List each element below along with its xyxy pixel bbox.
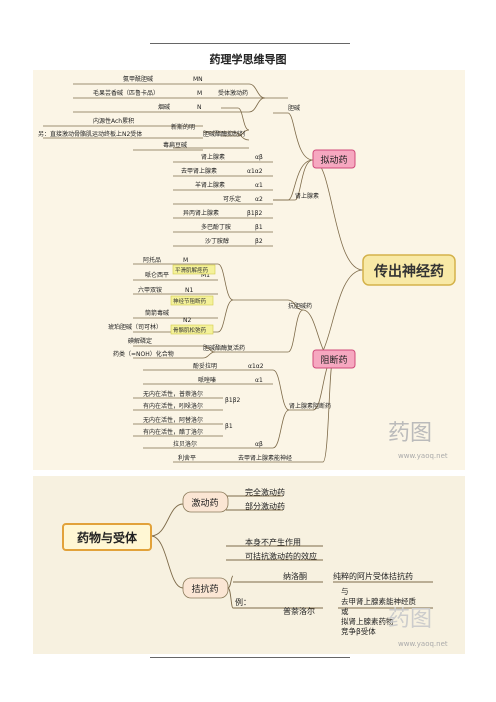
muscle-relaxant-label: 骨骼肌松弛药	[173, 326, 207, 334]
tag-m: M	[197, 90, 202, 97]
tag-box-spasmolytic	[172, 264, 216, 275]
pilocarpine-label: 毛果芸香碱（匹鲁卡品）	[93, 89, 159, 97]
alpha-tag-2: α1	[255, 377, 263, 384]
reserpine-group-label: 去甲肾上腺素能神经	[238, 454, 292, 462]
labetalol-tag: αβ	[255, 441, 263, 448]
center-node-box	[362, 254, 456, 286]
hexamethonium-label: 六甲双铵	[138, 286, 162, 294]
tag-box-ganglion	[170, 295, 214, 306]
antagonist-node-box	[182, 577, 229, 599]
mindmap-efferent-drugs: 传出神经药 拟动药 阻断药 胆碱 受体激动药 胆碱酯酶抑制剂 氨甲酰胆碱 毛果芸…	[33, 70, 465, 470]
n1-tag: N1	[185, 287, 193, 294]
tag-box-muscle-relaxant	[170, 324, 214, 335]
reserpine-label: 利舍平	[178, 454, 196, 462]
ganglion-blocker-label: 神经节阻断药	[173, 297, 207, 305]
adr-drug-5: 异丙肾上腺素	[183, 209, 219, 217]
full-agonist-label: 完全激动药	[245, 487, 285, 497]
cholinergic-label: 胆碱	[288, 105, 300, 112]
beta-blocker-3: 无内在活性，阿替洛尔	[143, 416, 203, 424]
agonist-node-label: 激动药	[191, 497, 218, 509]
nicotine-label: 烟碱	[158, 103, 170, 111]
prop-note-4: 拟肾上腺素药物	[341, 616, 394, 626]
watermark-url-2: www.yaoq.net	[398, 640, 448, 648]
neostigmine-note1: 内源性Ach累积	[93, 117, 134, 125]
oxime-label: 药类（=NOH）化合物	[113, 350, 174, 358]
pirenzepine-label: 哌仑西平	[145, 271, 169, 279]
neostigmine-note2: 另：直接激动骨骼肌运动终板上N2受体	[38, 130, 142, 138]
alpha-tag-1: α1α2	[248, 363, 264, 370]
partial-agonist-label: 部分激动药	[245, 501, 285, 511]
anticholinergic-label: 抗胆碱药	[288, 302, 312, 310]
adr-tag-3: α1	[255, 182, 263, 189]
prop-note-3: 或	[341, 606, 349, 616]
no-effect-label: 本身不产生作用	[245, 537, 301, 547]
carbachol-label: 氨甲酰胆碱	[123, 75, 153, 83]
tag-n: N	[197, 104, 202, 111]
beta-blocker-4: 有内在活性，醋丁洛尔	[143, 428, 203, 436]
watermark-url: www.yaoq.net	[398, 452, 448, 460]
adr-drug-1: 肾上腺素	[201, 153, 225, 161]
antiadrenergic-label: 肾上腺素阻断药	[289, 402, 331, 410]
center-node-label: 传出神经药	[373, 263, 444, 280]
agonist-box	[312, 149, 356, 169]
example-label: 例：	[235, 597, 251, 607]
neostigmine-group-label: 胆碱酯酶抑制剂	[203, 130, 245, 138]
adr-tag-7: β2	[255, 238, 263, 245]
adr-drug-4: 可乐定	[223, 195, 241, 203]
adr-drug-2: 去甲肾上腺素	[181, 167, 217, 175]
naloxone-label: 纳洛酮	[283, 571, 307, 581]
antagonist-box	[312, 349, 356, 369]
page-title: 药理学思维导图	[209, 53, 287, 66]
naloxone-note: 纯粹的阿片受体拮抗药	[333, 571, 413, 581]
adr-tag-5: β1β2	[247, 210, 262, 217]
direct-agonist-label: 受体激动药	[218, 89, 248, 97]
adr-drug-3: 羊肾上腺素	[195, 181, 225, 189]
tubocurarine-label: 筒箭毒碱	[145, 309, 169, 317]
center-node-box-2	[62, 523, 152, 551]
prop-note-2: 去甲肾上腺素能神经质	[341, 596, 416, 606]
mindmap2-canvas: 药物与受体 激动药 拮抗药 完全激动药 部分激动药 本身不产生作用 可拮抗激动药…	[62, 487, 448, 648]
m-tag: M	[183, 257, 188, 264]
prop-note-5: 竞争β受体	[341, 626, 376, 636]
agonist-node-box	[182, 491, 229, 513]
center-node-label-2: 药物与受体	[77, 530, 138, 545]
m1-tag: M1	[201, 272, 210, 279]
antagonist-label: 阻断药	[320, 354, 347, 366]
watermark-logo: 药图	[388, 421, 432, 446]
adrenergic-label: 肾上腺素	[295, 192, 319, 200]
labetalol-label: 拉贝洛尔	[173, 440, 197, 448]
adr-drug-6: 多巴酚丁胺	[201, 223, 231, 231]
beta-blocker-1: 无内在活性，普萘洛尔	[143, 390, 203, 398]
adr-drug-7: 沙丁胺醇	[205, 237, 229, 245]
physostigmine-label: 毒扁豆碱	[163, 141, 187, 149]
phentolamine-label: 酚妥拉明	[193, 362, 217, 370]
watermark-logo-2: 药图	[388, 607, 432, 632]
mindmap1-canvas: 传出神经药 拟动药 阻断药 胆碱 受体激动药 胆碱酯酶抑制剂 氨甲酰胆碱 毛果芸…	[38, 75, 456, 463]
mindmap-drug-receptor: 药物与受体 激动药 拮抗药 完全激动药 部分激动药 本身不产生作用 可拮抗激动药…	[33, 476, 465, 654]
antagonize-label: 可拮抗激动药的效应	[245, 551, 317, 561]
adr-tag-4: α2	[255, 196, 263, 203]
adr-tag-6: β1	[255, 224, 263, 231]
tag-mn: MN	[193, 76, 203, 83]
reactivator-label: 胆碱酯酶复活药	[203, 344, 245, 352]
n2-tag: N2	[183, 317, 191, 324]
adr-tag-1: αβ	[255, 154, 263, 161]
beta-blocker-2: 有内在活性，吲哚洛尔	[143, 402, 203, 410]
agonist-label: 拟动药	[320, 154, 347, 166]
beta-tag-1: β1β2	[225, 397, 240, 404]
adr-tag-2: α1α2	[247, 168, 263, 175]
atropine-label: 阿托品	[143, 256, 161, 264]
neostigmine-label: 新斯的明	[171, 123, 195, 131]
antagonist-node-label: 拮抗药	[191, 583, 218, 595]
succinylcholine-label: 琥珀胆碱（司可林）	[108, 323, 162, 331]
propranolol-label: 普萘洛尔	[283, 606, 315, 616]
bottom-rule	[150, 657, 350, 658]
prop-note-1: 与	[341, 587, 349, 596]
top-rule	[150, 43, 350, 44]
beta-tag-2: β1	[225, 423, 233, 430]
spasmolytic-label: 平滑肌解痉药	[175, 266, 209, 274]
prazosin-label: 哌唑嗪	[198, 376, 216, 384]
pralidoxime-label: 碘解磷定	[128, 337, 152, 345]
